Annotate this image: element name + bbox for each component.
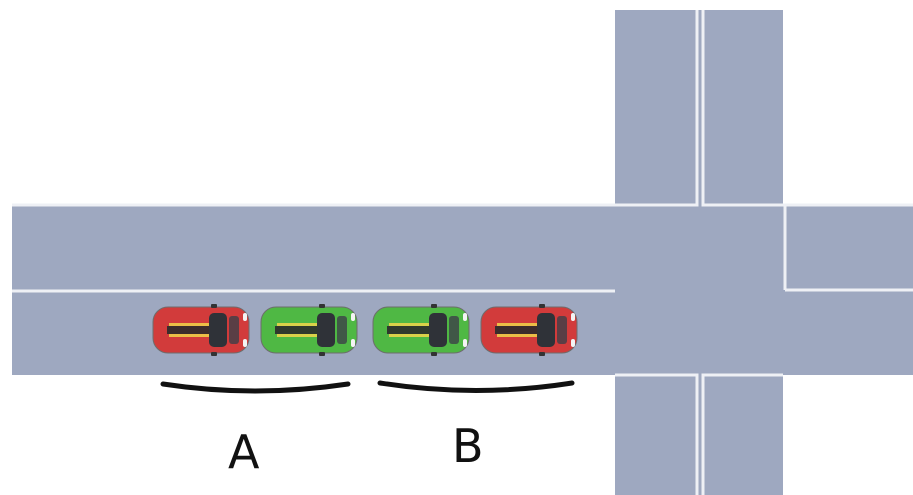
group-bracket-b [377, 380, 575, 393]
car-icon [260, 304, 358, 356]
group-label-b: B [452, 419, 484, 473]
lane-markings [12, 10, 913, 495]
car-icon [372, 304, 470, 356]
car-icon [152, 304, 250, 356]
car-icon [480, 304, 578, 356]
vertical-road [615, 10, 783, 495]
group-label-a: A [228, 425, 260, 479]
cars [152, 304, 578, 356]
group-bracket-a [160, 381, 351, 394]
